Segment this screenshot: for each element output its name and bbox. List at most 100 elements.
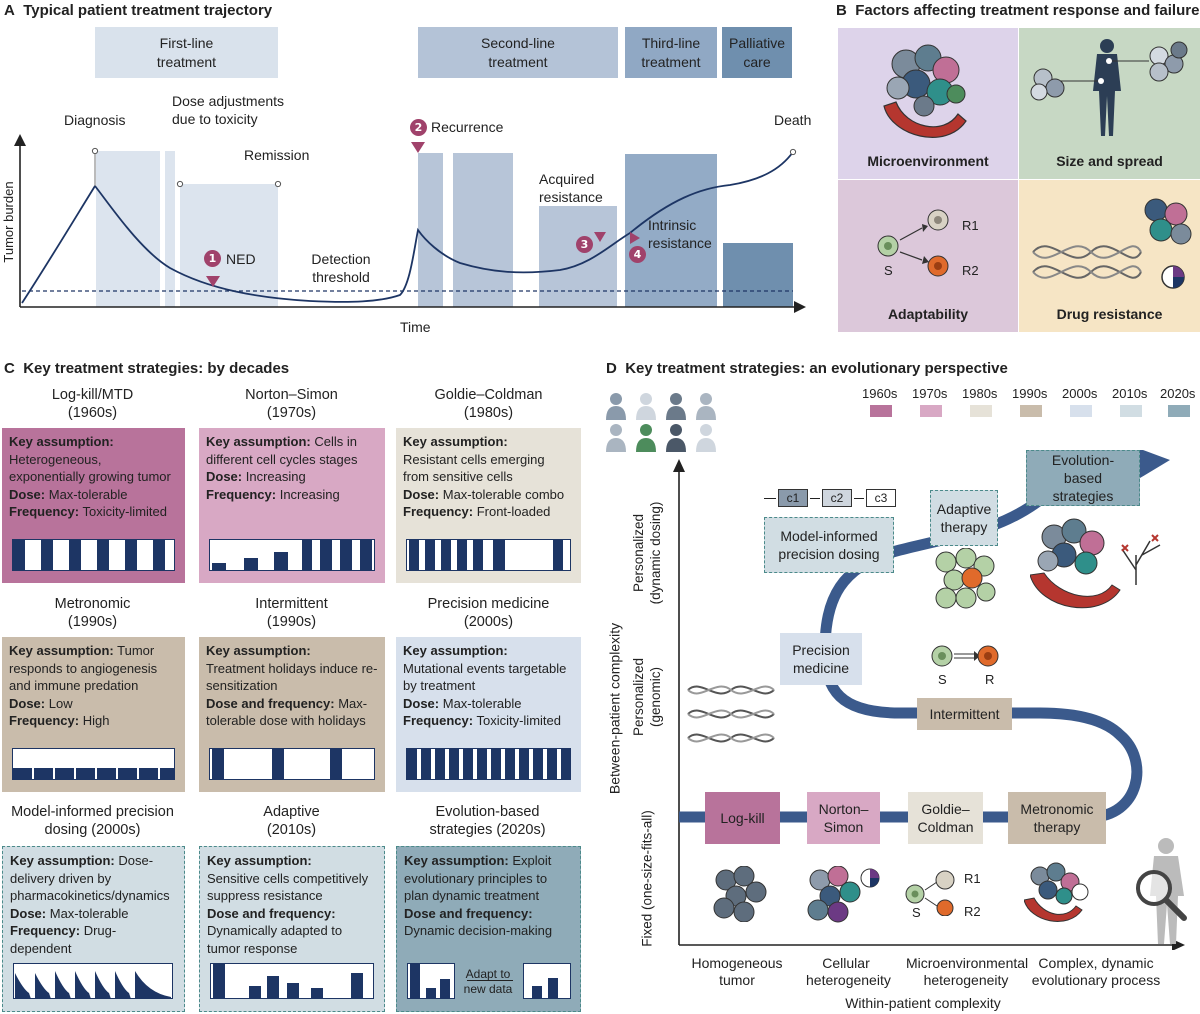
evolution-tumor-icon [1030, 518, 1161, 609]
strategy-decade-precision: (2000s) [463, 614, 514, 630]
k2: Dose and frequency: [207, 905, 336, 921]
v2: Dynamically adapted to tumor response [207, 923, 343, 956]
strategy-name-goldie: Goldie–Coldman [434, 387, 543, 403]
dna-icon [687, 685, 775, 743]
k3: Frequency: [9, 713, 80, 728]
mh-s-label: S [912, 905, 921, 920]
k1: Key assumption: [403, 643, 508, 658]
tumor-burden-curve [21, 151, 794, 304]
box-intermittent: Intermittent [917, 698, 1012, 730]
legend-1960s: 1960s [862, 386, 898, 401]
k2: Dose: [206, 469, 243, 484]
v2: Max-tolerable [48, 486, 128, 502]
card-norton: Key assumption: Cells in different cell … [199, 428, 385, 583]
dose-schedule-mipd [13, 963, 173, 999]
legend-swatch-2010s [1120, 405, 1142, 417]
marker-acquired [594, 232, 606, 242]
box-logkill: Log-kill [705, 792, 780, 844]
label-dose-adjustments: Dose adjustments due to toxicity [172, 93, 285, 127]
strategy-decade-adaptive: (2010s) [266, 822, 317, 838]
dose-schedule-intermittent [209, 748, 375, 780]
card-metronomic: Key assumption: Tumor responds to angiog… [2, 637, 185, 792]
box-precision: Precision medicine [780, 633, 862, 685]
k1: Key assumption: [10, 853, 115, 868]
strategy-decade-norton: (1970s) [266, 405, 317, 421]
adaptive-cells-icon [935, 548, 996, 609]
v3: Toxicity-limited [476, 713, 561, 728]
microenv-heterogeneity-icon [905, 870, 955, 916]
quad-size-spread: Size and spread [1019, 28, 1200, 179]
legend-1980s: 1980s [962, 386, 998, 401]
drug-resistance-icon [1032, 198, 1192, 289]
y-axis-label: Tumor burden [1, 181, 16, 263]
strategy-name-logkill: Log-kill/MTD [51, 387, 134, 403]
v3: High [82, 713, 110, 728]
v1: Mutational events targetable by treatmen… [403, 660, 567, 694]
chain-c2: c2 [822, 489, 852, 507]
k2: Dose and frequency: [206, 695, 335, 711]
chain-arrow-0 [764, 498, 776, 499]
adapt-r1-label: R1 [962, 218, 979, 233]
k2: Dose: [403, 486, 440, 502]
dose-schedule-metronomic [12, 748, 175, 780]
phase-second-line: Second-line treatment [418, 27, 618, 78]
card-intermittent: Key assumption:Treatment holidays induce… [199, 637, 385, 792]
mh-r1-label: R1 [964, 871, 981, 886]
v1: Tumor responds to angiogenesis and immun… [9, 643, 158, 693]
k3: Frequency: [9, 504, 80, 519]
treatment-block-2b [453, 153, 513, 307]
k1: Key assumption: [403, 434, 508, 449]
strategy-name-metronomic: Metronomic [54, 596, 131, 612]
k1: Key assumption: [9, 434, 114, 449]
label-recurrence: Recurrence [431, 119, 504, 135]
panel-d-title-text: Key treatment strategies: an evolutionar… [625, 360, 1008, 377]
mh-r2-label: R2 [964, 904, 981, 919]
panel-b-title-text: Factors affecting treatment response and… [855, 2, 1200, 19]
strategy-title-goldie: Goldie–Coldman (1980s) [396, 386, 581, 422]
legend-1970s: 1970s [912, 386, 948, 401]
y-level-dynamic: Personalized (dynamic dosing) [631, 501, 663, 605]
treatment-block-2a [418, 153, 443, 307]
legend-2020s: 2020s [1160, 386, 1196, 401]
dose-schedule-evolution-a [407, 963, 455, 999]
legend-swatch-1980s [970, 405, 992, 417]
card-logkill: Key assumption:Heterogeneous, exponentia… [2, 428, 185, 583]
v1: Exploit evolutionary principles to plan … [404, 853, 552, 903]
panel-b-letter: B [836, 2, 847, 19]
chain-c3: c3 [866, 489, 896, 507]
size-spread-icon [1030, 39, 1188, 136]
v2: Increasing [245, 469, 306, 484]
adapt-r2-label: R2 [962, 263, 979, 278]
k3: Frequency: [10, 923, 81, 938]
chain-arrow-2 [854, 498, 864, 499]
card-goldie: Key assumption:Resistant cells emerging … [396, 428, 581, 583]
y-axis-title: Between-patient complexity [606, 622, 623, 795]
v3: Drug-dependent [10, 923, 117, 956]
chain-c1: c1 [778, 489, 808, 507]
badge-1: 1 [204, 250, 221, 267]
box-metronomic: Metronomic therapy [1008, 792, 1106, 844]
k1: Key assumption: [207, 853, 312, 868]
legend-swatch-2000s [1070, 405, 1092, 417]
label-ned: NED [226, 251, 256, 267]
x-axis-title: Within-patient complexity [845, 995, 1001, 1011]
strategy-name-mipd: Model-informed precision dosing (2000s) [11, 804, 174, 838]
patients-icon [606, 393, 716, 452]
box-adaptive: Adaptive therapy [930, 490, 998, 546]
strategy-name-intermittent: Intermittent [255, 596, 328, 612]
quad-adaptability: S R1 R2 Adaptability [838, 180, 1018, 332]
strategy-title-precision: Precision medicine(2000s) [396, 595, 581, 631]
box-norton: Norton–Simon [807, 792, 880, 844]
dose-schedule-precision [406, 748, 571, 780]
legend-2010s: 2010s [1112, 386, 1148, 401]
box-mipd: Model-informed precision dosing [764, 517, 894, 573]
strategy-decade-goldie: (1980s) [463, 405, 514, 421]
legend-swatch-2020s [1168, 405, 1190, 417]
v1: Treatment holidays induce re-sensitizati… [206, 660, 378, 694]
x-axis-label: Time [400, 319, 431, 335]
v2: Max-tolerable [49, 905, 129, 921]
panel-c-title: C Key treatment strategies: by decades [4, 360, 289, 377]
label-intrinsic-resistance: Intrinsic resistance [648, 217, 712, 251]
v1: Cells in different cell cycles stages [206, 434, 358, 467]
quad-label-microenvironment: Microenvironment [867, 153, 989, 169]
